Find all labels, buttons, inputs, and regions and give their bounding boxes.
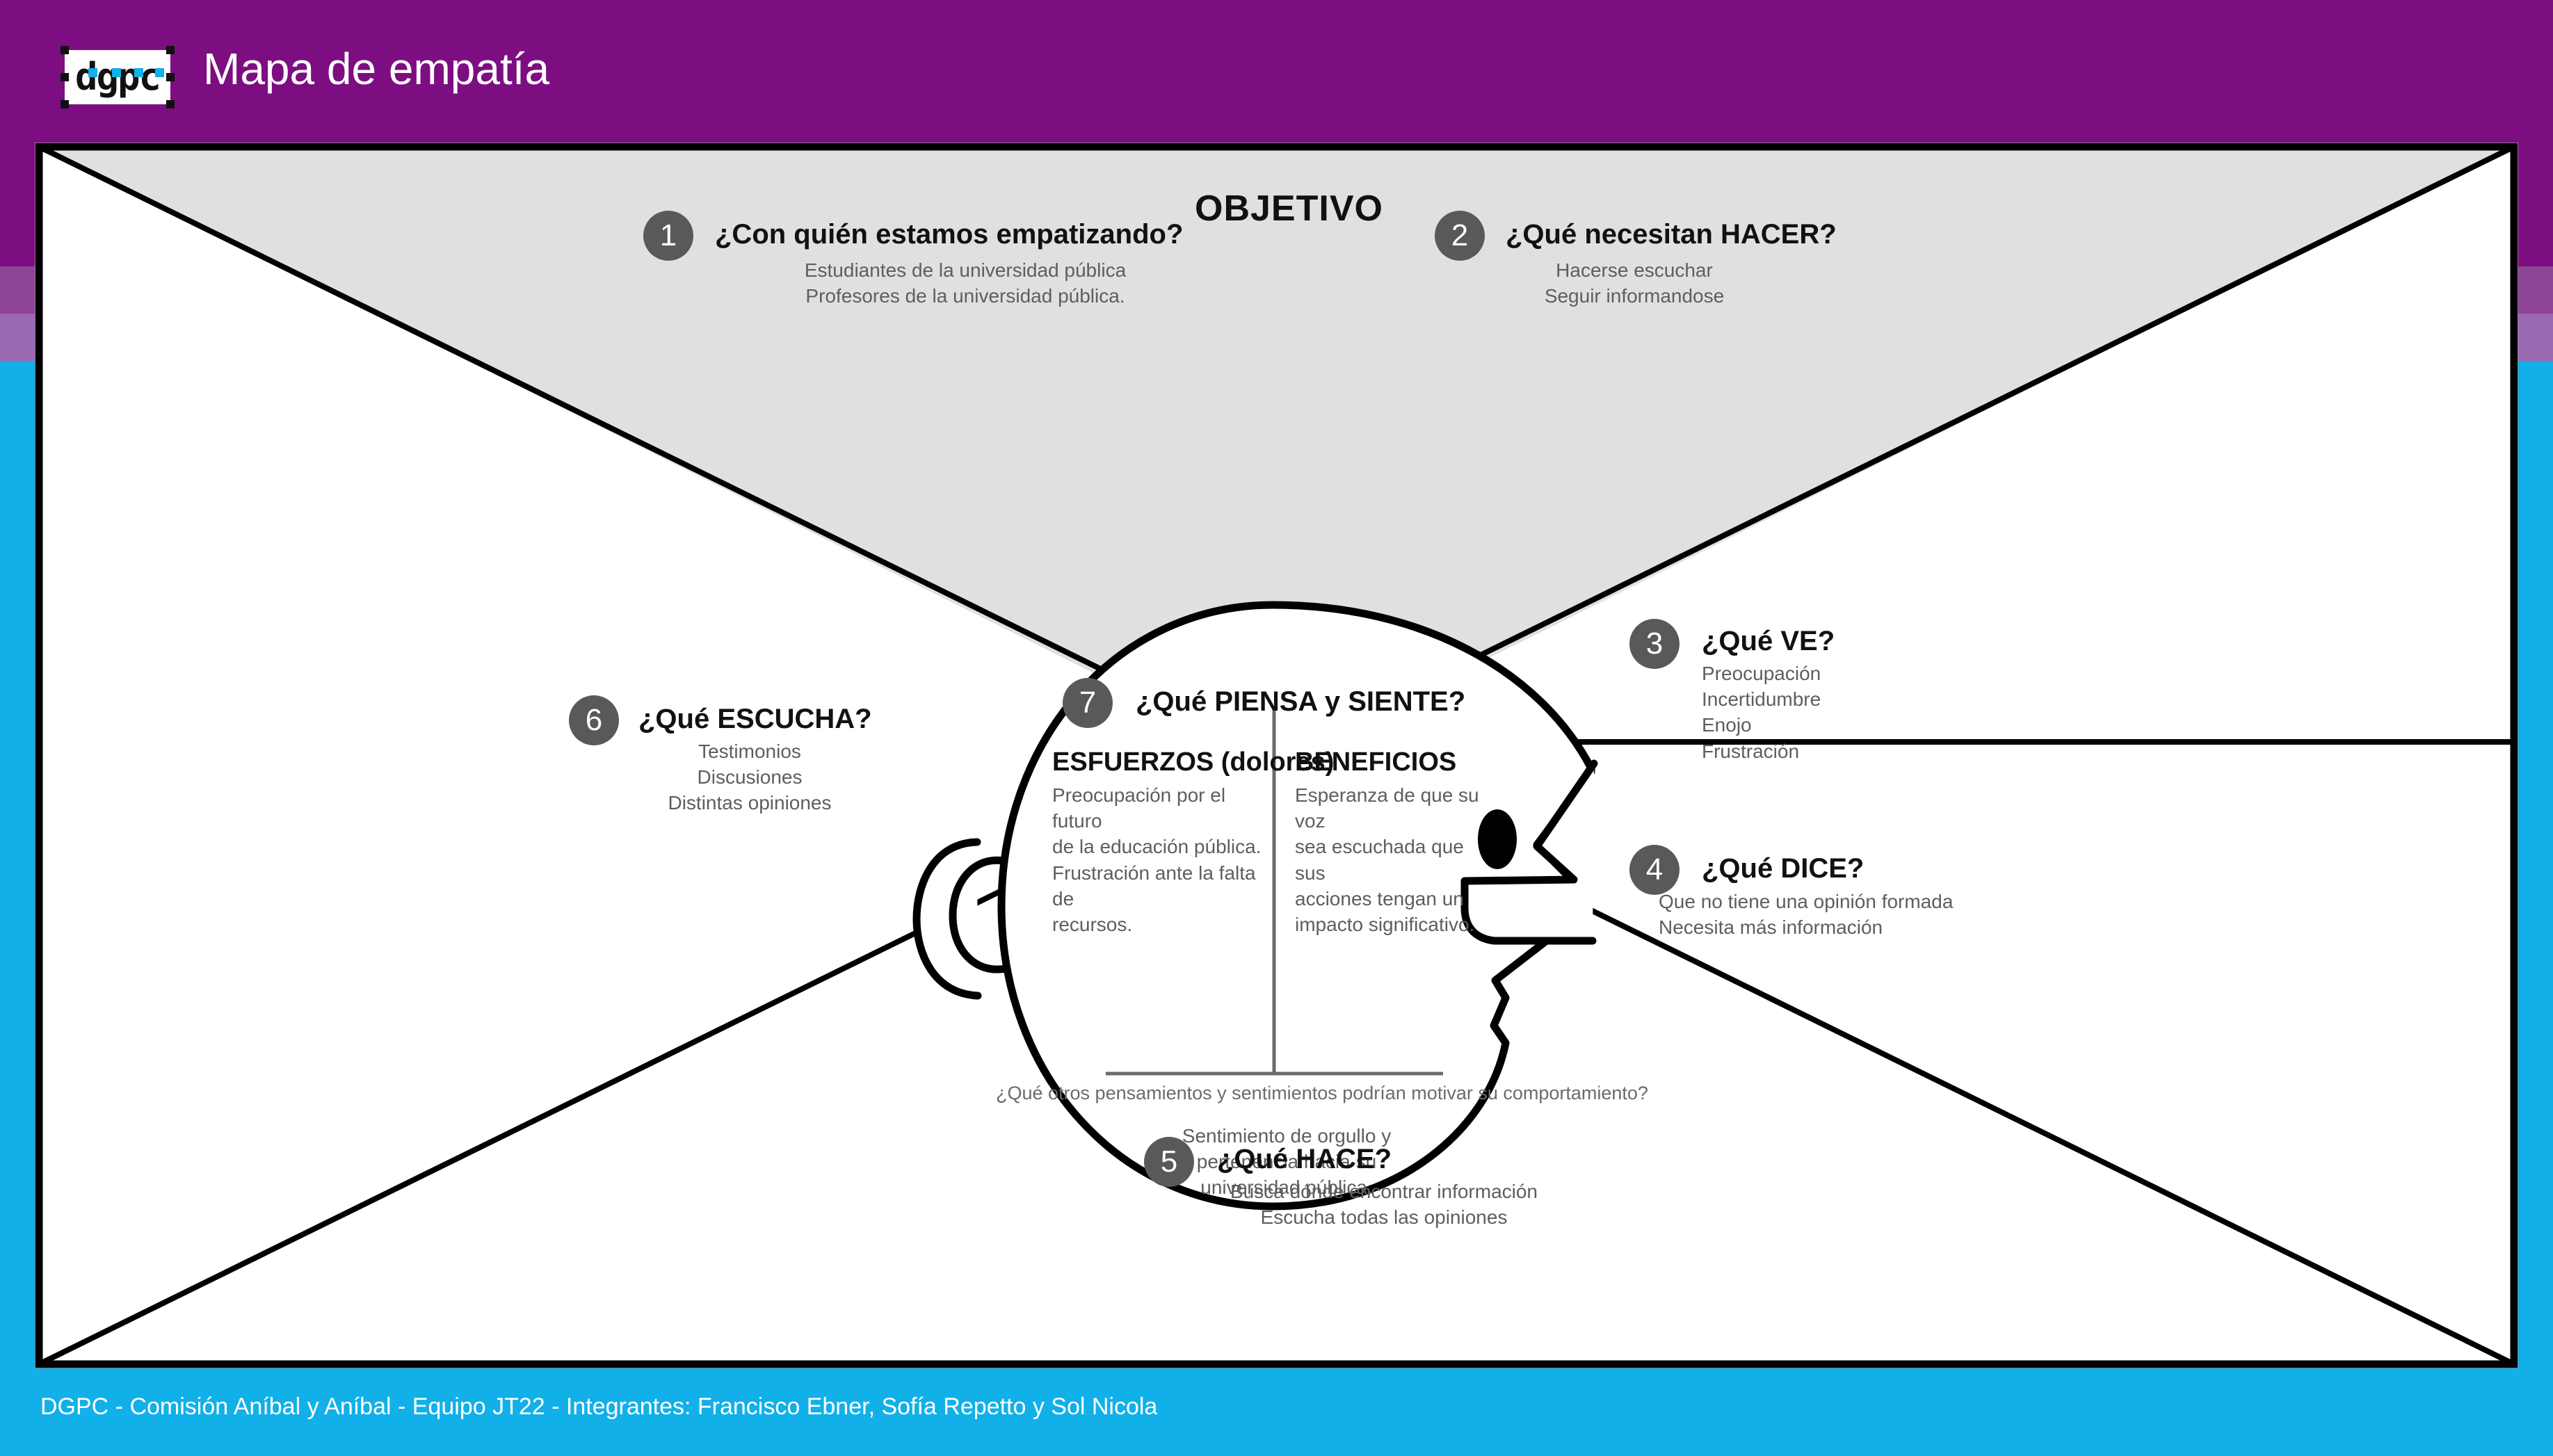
section-4-badge: 4 <box>1629 845 1680 895</box>
beneficios-line-1: Esperanza de que su voz <box>1295 784 1479 832</box>
empathy-map-graphic <box>35 143 2518 1368</box>
right-band-cyan <box>2515 361 2553 1368</box>
beneficios-heading: BENEFICIOS <box>1295 747 1457 777</box>
section-3-line-2: Incertidumbre <box>1702 688 1821 711</box>
logo-accent-4 <box>155 68 164 77</box>
section-7-badge: 7 <box>1063 678 1113 728</box>
section-1-line-2: Profesores de la universidad pública. <box>805 285 1125 307</box>
selection-handle-bl[interactable] <box>61 100 69 108</box>
esfuerzos-body: Preocupación por el futuro de la educaci… <box>1052 782 1268 937</box>
section-3-body: Preocupación Incertidumbre Enojo Frustra… <box>1702 661 2015 764</box>
section-5-title: ¿Qué HACE? <box>1217 1144 1392 1174</box>
selection-handle-tr[interactable] <box>166 46 175 54</box>
section-1-badge: 1 <box>643 211 693 261</box>
section-5-body: Busca dónde encontrar información Escuch… <box>1168 1179 1600 1230</box>
esfuerzos-line-2: de la educación pública. <box>1052 836 1262 858</box>
think-feel-answer-line-1: Sentimiento de orgullo y <box>1182 1125 1392 1147</box>
section-4-title: ¿Qué DICE? <box>1702 853 1865 884</box>
objective-zone-fill <box>39 147 2514 764</box>
objetivo-heading: OBJETIVO <box>1195 188 1383 229</box>
section-5-line-1: Busca dónde encontrar información <box>1230 1181 1538 1202</box>
section-4-line-2: Necesita más información <box>1659 916 1883 939</box>
section-2-line-2: Seguir informandose <box>1544 285 1725 307</box>
think-feel-answer-line-3: universidad pública. <box>1200 1176 1373 1199</box>
section-5-badge: 5 <box>1144 1137 1194 1187</box>
section-6-line-1: Testimonios <box>698 741 801 762</box>
head-outline <box>997 601 1595 1211</box>
section-3-line-1: Preocupación <box>1702 663 1821 684</box>
esfuerzos-line-3: Frustración ante la falta de <box>1052 862 1256 909</box>
think-feel-footnote: ¿Qué otros pensamientos y sentimientos p… <box>996 1083 1648 1103</box>
selection-handle-ml[interactable] <box>61 73 69 81</box>
section-3-line-4: Frustración <box>1702 740 1800 762</box>
beneficios-line-4: impacto significativo. <box>1295 914 1475 936</box>
logo-accent-1 <box>88 68 97 77</box>
footer-bar: DGPC - Comisión Aníbal y Aníbal - Equipo… <box>0 1368 2553 1456</box>
think-feel-answer: Sentimiento de orgullo y pertenencia hac… <box>1147 1123 1426 1201</box>
section-6-badge: 6 <box>569 695 619 745</box>
logo-accent-2 <box>112 68 121 77</box>
section-2-badge: 2 <box>1435 211 1485 261</box>
right-band-lilac <box>2515 314 2553 361</box>
page-title: Mapa de empatía <box>203 44 550 94</box>
esfuerzos-line-4: recursos. <box>1052 914 1133 936</box>
left-band-cyan <box>0 361 38 1368</box>
section-2-title: ¿Qué necesitan HACER? <box>1506 219 1837 250</box>
left-band-purple <box>0 143 38 266</box>
right-band-mauve <box>2515 266 2553 314</box>
empathy-map-board: 7 ¿Qué PIENSA y SIENTE? ESFUERZOS (dolor… <box>35 143 2518 1368</box>
logo-accent-3 <box>134 68 143 77</box>
section-6-line-3: Distintas opiniones <box>668 792 832 814</box>
section-3-line-3: Enojo <box>1702 714 1752 736</box>
eye-icon <box>1478 809 1517 869</box>
section-2-line-1: Hacerse escuchar <box>1556 259 1713 281</box>
beneficios-line-2: sea escuchada que sus <box>1295 836 1464 884</box>
section-3-badge: 3 <box>1629 619 1680 669</box>
section-6-line-2: Discusiones <box>697 766 803 788</box>
esfuerzos-line-1: Preocupación por el futuro <box>1052 784 1226 832</box>
nose-mouth-profile <box>1460 759 1598 945</box>
esfuerzos-heading: ESFUERZOS (dolores) <box>1052 747 1335 777</box>
section-6-title: ¿Qué ESCUCHA? <box>638 704 872 734</box>
section-1-title: ¿Con quién estamos empatizando? <box>715 219 1184 250</box>
section-5-line-2: Escucha todas las opiniones <box>1260 1206 1508 1229</box>
section-2-body: Hacerse escuchar Seguir informandose <box>1440 257 1829 309</box>
footer-credits: DGPC - Comisión Aníbal y Aníbal - Equipo… <box>40 1393 1158 1420</box>
left-band-mauve <box>0 266 38 314</box>
dgpc-logo: dgpc <box>61 46 175 108</box>
ear-inner <box>949 856 1016 973</box>
section-1-body: Estudiantes de la universidad pública Pr… <box>715 257 1216 309</box>
beneficios-line-3: acciones tengan un <box>1295 887 1464 909</box>
section-6-body: Testimonios Discusiones Distintas opinio… <box>604 738 896 816</box>
think-feel-answer-line-2: pertenencia hacia su <box>1196 1151 1377 1173</box>
selection-handle-tl[interactable] <box>61 46 69 54</box>
section-7-title: ¿Qué PIENSA y SIENTE? <box>1136 686 1466 717</box>
beneficios-body: Esperanza de que su voz sea escuchada qu… <box>1295 782 1479 937</box>
dgpc-logo-text: dgpc <box>75 58 161 96</box>
board-frame <box>35 143 2518 1368</box>
selection-handle-br[interactable] <box>166 100 175 108</box>
section-4-line-1: Que no tiene una opinión formada <box>1659 891 1954 912</box>
left-band-lilac <box>0 314 38 361</box>
right-band-purple <box>2515 143 2553 266</box>
header-bar: dgpc Mapa de empatía <box>0 0 2553 143</box>
selection-handle-mr[interactable] <box>166 73 175 81</box>
section-1-line-1: Estudiantes de la universidad pública <box>804 259 1127 281</box>
section-3-title: ¿Qué VE? <box>1702 626 1835 656</box>
section-4-body: Que no tiene una opinión formada Necesit… <box>1659 889 2076 940</box>
